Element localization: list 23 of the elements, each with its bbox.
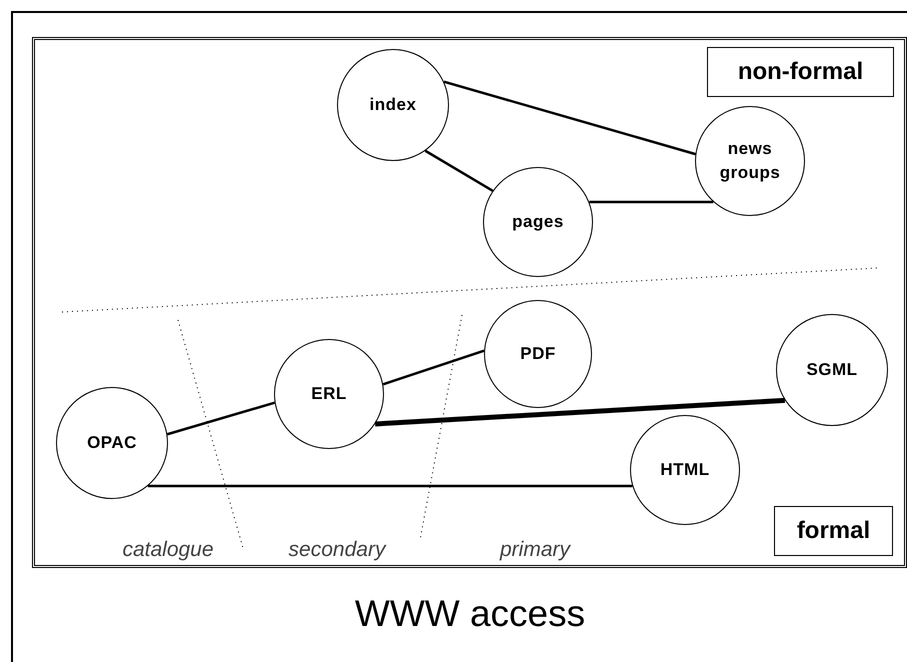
connector-line [424, 150, 494, 192]
node-label: PDF [519, 343, 557, 365]
node-label: pages [511, 211, 565, 233]
category-box [707, 47, 894, 97]
connector-line [374, 398, 786, 426]
column-label: catalogue [122, 537, 214, 563]
node-label: HTML [659, 459, 711, 481]
node-label: index [368, 94, 418, 116]
connector-line [589, 200, 714, 204]
category-label: non-formal [738, 57, 864, 87]
column-label: secondary [288, 537, 386, 563]
node-label: SGML [805, 359, 859, 381]
diagram-title: WWW access [354, 592, 586, 636]
connector-line [166, 401, 276, 436]
connector-line [148, 484, 632, 488]
node-label: ERL [310, 383, 348, 405]
category-box [774, 506, 893, 556]
category-label: formal [796, 516, 870, 546]
node-label: news groups [718, 138, 782, 184]
node-label: OPAC [86, 432, 138, 454]
connector-line [444, 80, 696, 156]
connector-line [382, 349, 484, 386]
column-label: primary [500, 537, 570, 563]
